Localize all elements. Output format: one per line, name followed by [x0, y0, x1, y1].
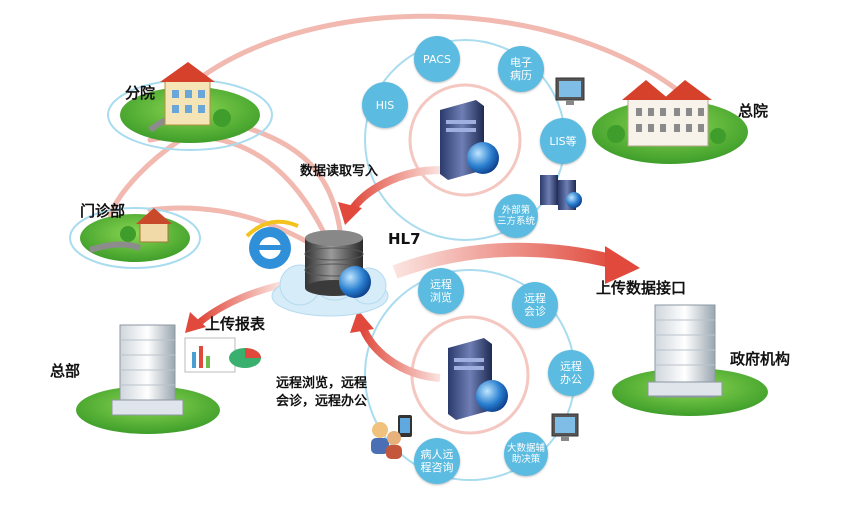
- upload-interface-label: 上传数据接口: [596, 279, 687, 297]
- arrow-upload-interface-head: [605, 246, 640, 284]
- bubble-remote-browse: 远程 浏览: [418, 268, 464, 314]
- bubble-patient-consult: 病人远 程咨询: [414, 438, 460, 484]
- globe-icon: [339, 266, 371, 298]
- arrow-remote-head: [350, 310, 374, 333]
- remote-text-line1: 远程浏览，远程: [276, 376, 368, 391]
- upload-report-label: 上传报表: [205, 315, 266, 333]
- arrow-read-write: [348, 166, 441, 213]
- bubble-remote-office: 远程 办公: [548, 350, 594, 396]
- monitor-icon-bottom: [551, 413, 579, 441]
- branch-island: [107, 62, 273, 151]
- bubble-lis: LIS等: [540, 118, 586, 164]
- hq-label: 总部: [50, 362, 81, 380]
- government-tower: [612, 304, 768, 416]
- outpatient-label: 门诊部: [80, 202, 126, 220]
- monitor-icon-top: [555, 77, 585, 105]
- outpatient-island: [69, 207, 201, 269]
- branch-label: 分院: [125, 84, 156, 102]
- general-hospital-island: [592, 80, 748, 164]
- internet-explorer-icon: [245, 219, 299, 269]
- remote-text-line2: 会诊，远程办公: [276, 394, 368, 409]
- arrow-upload-report-head: [185, 312, 206, 333]
- hl7-label: HL7: [388, 230, 421, 248]
- bubble-big-data: 大数据辅 助决策: [504, 432, 548, 476]
- arrow-read-write-head: [338, 202, 362, 225]
- arrow-remote: [358, 323, 441, 382]
- read-write-label: 数据读取写入: [300, 164, 379, 179]
- government-label: 政府机构: [730, 350, 791, 368]
- bubble-emr: 电子 病历: [498, 46, 544, 92]
- report-thumbnail: [184, 337, 261, 373]
- general-hospital-label: 总院: [738, 102, 769, 120]
- arc-branch-general: [182, 13, 693, 103]
- server-bottom-icon: [448, 338, 508, 420]
- bubble-third-party: 外部第 三方系统: [494, 194, 538, 238]
- arrow-upload-report: [197, 281, 281, 325]
- flow-arrows: [185, 166, 640, 382]
- bubble-his: HIS: [362, 82, 408, 128]
- bubble-remote-consult: 远程 会诊: [512, 282, 558, 328]
- small-servers-icon: [540, 175, 582, 210]
- hl7-hub: [271, 230, 389, 317]
- bubble-pacs: PACS: [414, 36, 460, 82]
- server-top-icon: [440, 100, 499, 180]
- hq-tower: [76, 324, 220, 434]
- top-inner-ring: [408, 83, 522, 197]
- arrow-upload-interface: [392, 242, 617, 279]
- arc-outpatient-branch: [107, 137, 183, 218]
- patient-users-icon: [371, 415, 412, 459]
